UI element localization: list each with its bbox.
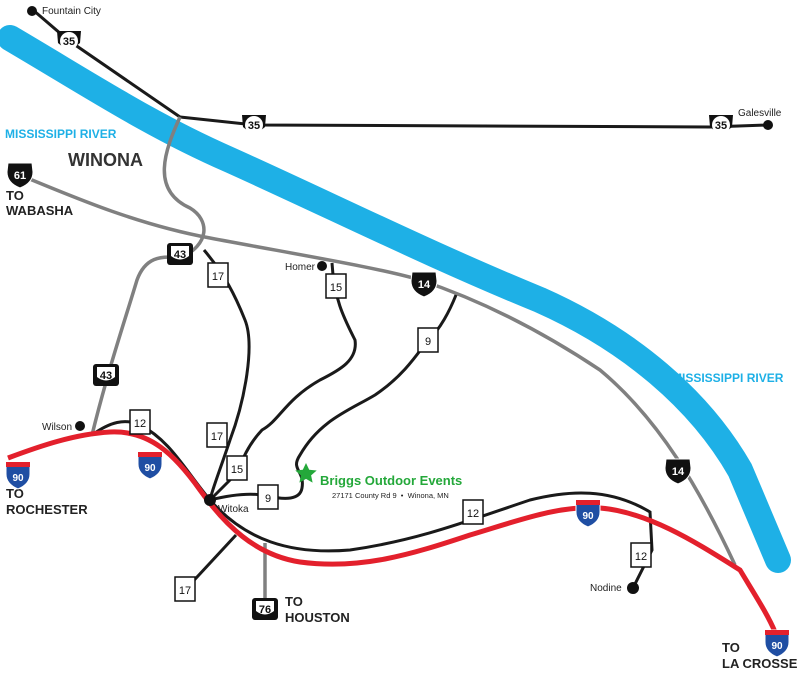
route-shield-i90-east: 90 <box>575 499 601 528</box>
svg-text:12: 12 <box>635 551 647 563</box>
svg-text:90: 90 <box>771 641 783 652</box>
town-dot-fountain-city <box>27 6 37 16</box>
route-shield-co12-west: 12 <box>129 409 151 435</box>
river-label-north: MISSISSIPPI RIVER <box>5 127 117 141</box>
svg-text:61: 61 <box>14 170 26 182</box>
direction-houston: HOUSTON <box>285 610 350 625</box>
direction-rochester-to: TO <box>6 486 24 501</box>
road-i90 <box>7 429 778 633</box>
star-icon[interactable] <box>295 463 317 483</box>
direction-wabasha: WABASHA <box>6 203 74 218</box>
direction-rochester: ROCHESTER <box>6 502 88 517</box>
svg-text:15: 15 <box>231 464 243 476</box>
route-shield-35-north: 35 <box>57 31 81 50</box>
town-dot-nodine <box>627 582 639 594</box>
road-35-east <box>179 115 769 129</box>
river-label-south: MISSISSIPPI RIVER <box>672 371 784 385</box>
svg-text:90: 90 <box>12 473 24 484</box>
svg-text:17: 17 <box>179 585 191 597</box>
route-shield-co17-south: 17 <box>174 576 196 602</box>
svg-text:12: 12 <box>467 508 479 520</box>
venue-name[interactable]: Briggs Outdoor Events <box>320 473 462 488</box>
town-label-homer: Homer <box>285 262 316 273</box>
direction-houston-to: TO <box>285 594 303 609</box>
svg-text:9: 9 <box>265 493 271 505</box>
venue-address: 27171 County Rd 9 • Winona, MN <box>332 491 449 500</box>
town-dot-galesville <box>763 120 773 130</box>
route-shield-i90-lacrosse: 90 <box>764 629 790 658</box>
route-shield-co12-mid: 12 <box>462 499 484 525</box>
svg-text:43: 43 <box>100 370 112 382</box>
route-shield-co12-east: 12 <box>630 542 652 568</box>
town-dot-homer <box>317 261 327 271</box>
route-shield-mn43-north: 43 <box>167 243 193 265</box>
svg-text:76: 76 <box>259 604 271 616</box>
town-label-fountain-city: Fountain City <box>42 6 101 17</box>
route-shield-co17-mid: 17 <box>206 422 228 448</box>
svg-text:43: 43 <box>174 249 186 261</box>
route-shield-co9-south: 9 <box>257 484 279 510</box>
svg-text:12: 12 <box>134 418 146 430</box>
road-co15 <box>208 262 357 502</box>
town-dot-wilson <box>75 421 85 431</box>
route-shield-co17-north: 17 <box>207 262 229 288</box>
route-shield-mn76: 76 <box>252 598 278 620</box>
svg-text:90: 90 <box>582 511 594 522</box>
svg-text:14: 14 <box>418 279 431 291</box>
city-label-winona: WINONA <box>68 150 143 170</box>
mississippi-river <box>0 25 791 573</box>
route-shield-i90-mid: 90 <box>137 451 163 480</box>
route-shield-co15-north: 15 <box>325 273 347 299</box>
svg-text:14: 14 <box>672 466 685 478</box>
route-shield-co9-north: 9 <box>417 327 439 353</box>
route-shield-us14-north: 14 <box>410 271 438 298</box>
route-shield-us14-south: 14 <box>664 458 692 485</box>
town-label-wilson: Wilson <box>42 422 72 433</box>
svg-text:35: 35 <box>715 120 727 132</box>
direction-wabasha-to: TO <box>6 188 24 203</box>
town-label-nodine: Nodine <box>590 583 622 594</box>
route-shield-us61: 61 <box>6 162 34 189</box>
svg-text:9: 9 <box>425 336 431 348</box>
route-shield-co15-south: 15 <box>226 455 248 481</box>
town-label-galesville: Galesville <box>738 108 782 119</box>
svg-text:90: 90 <box>144 463 156 474</box>
town-label-witoka: Witoka <box>218 504 249 515</box>
svg-text:35: 35 <box>63 36 75 48</box>
svg-text:17: 17 <box>212 271 224 283</box>
route-shield-35-mid: 35 <box>242 115 266 134</box>
route-shield-i90-west: 90 <box>5 461 31 490</box>
route-shield-35-east: 35 <box>709 115 733 134</box>
direction-lacrosse: LA CROSSE <box>722 656 798 671</box>
svg-text:35: 35 <box>248 120 260 132</box>
svg-text:17: 17 <box>211 431 223 443</box>
svg-text:15: 15 <box>330 282 342 294</box>
route-shield-mn43-south: 43 <box>93 364 119 386</box>
town-dot-witoka <box>204 494 216 506</box>
direction-lacrosse-to: TO <box>722 640 740 655</box>
